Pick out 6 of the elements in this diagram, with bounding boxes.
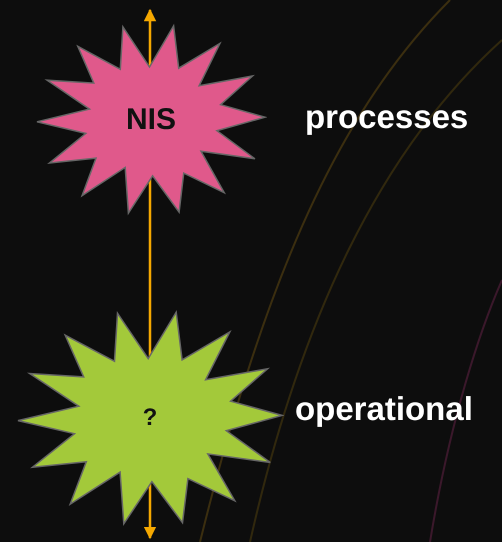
node-label: NIS (124, 102, 177, 136)
node-label: ? (142, 404, 158, 432)
side-label: processes (305, 98, 468, 136)
starburst-shape (16, 308, 284, 528)
starburst-shape (35, 22, 267, 217)
side-label: operational (295, 390, 473, 428)
